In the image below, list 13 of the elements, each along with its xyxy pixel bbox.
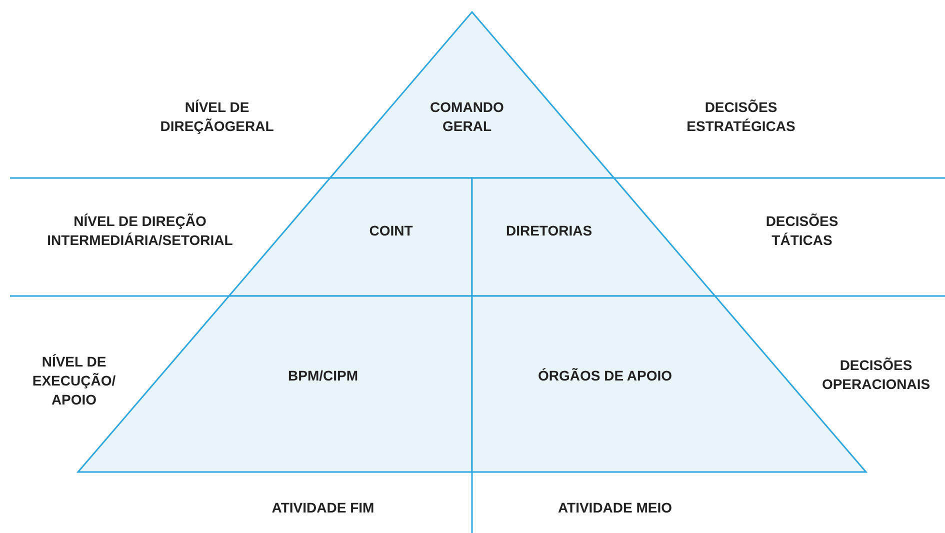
section-label: COINT — [368, 222, 414, 240]
decision-label: DECISÕES TÁTICAS — [764, 212, 840, 250]
level-label: NÍVEL DE EXECUÇÃO/ APOIO — [31, 352, 117, 410]
activity-label: ATIVIDADE MEIO — [556, 498, 674, 518]
activity-label: ATIVIDADE FIM — [270, 498, 376, 518]
decision-label: DECISÕES OPERACIONAIS — [820, 356, 932, 394]
section-label: DIRETORIAS — [504, 222, 594, 240]
section-label: ÓRGÃOS DE APOIO — [536, 366, 674, 386]
section-label: BPM/CIPM — [287, 366, 359, 386]
level-label: NÍVEL DE DIREÇÃO INTERMEDIÁRIA/SETORIAL — [46, 212, 234, 250]
level-label: NÍVEL DE DIREÇÃOGERAL — [159, 98, 275, 136]
section-label: COMANDO GERAL — [429, 98, 505, 136]
decision-label: DECISÕES ESTRATÉGICAS — [686, 98, 796, 136]
